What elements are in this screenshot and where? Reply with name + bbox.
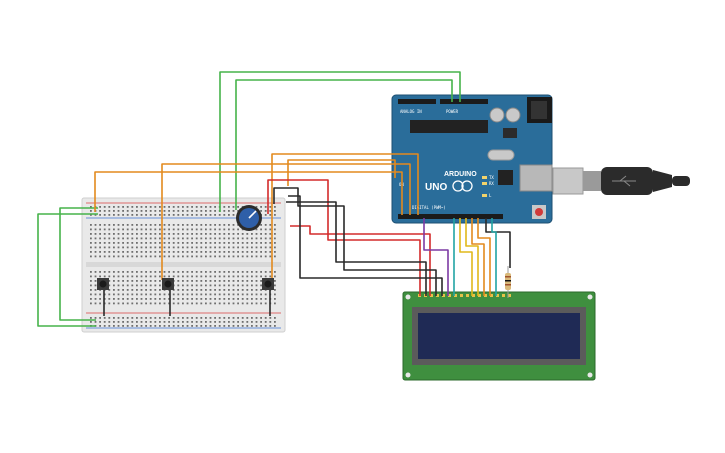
analog-header-label: ANALOG IN (400, 109, 422, 114)
pushbutton-1[interactable] (97, 278, 109, 290)
wire-10[interactable] (290, 225, 431, 296)
breadboard[interactable] (81, 197, 286, 333)
lcd-screen (418, 313, 580, 359)
wire-13[interactable] (286, 201, 427, 296)
wire-9[interactable] (267, 179, 421, 296)
wire-8[interactable] (287, 159, 396, 186)
wire-1[interactable] (219, 71, 461, 212)
l-led (482, 194, 487, 197)
potentiometer[interactable] (236, 205, 262, 231)
arduino-uno[interactable]: ANALOG IN POWER DIGITAL (PWM~) ARDUINO U… (391, 94, 553, 224)
breadboard-holes (90, 206, 276, 327)
wire-18[interactable] (465, 218, 479, 296)
analog-header (398, 99, 436, 104)
wire-5[interactable] (94, 171, 403, 215)
digital-header-label: DIGITAL (PWM~) (412, 205, 446, 210)
capacitor-2 (505, 107, 521, 123)
rx-led (482, 182, 487, 185)
arduino-model-label: UNO (425, 182, 447, 193)
capacitor-1 (489, 107, 505, 123)
wire-12[interactable] (288, 195, 443, 296)
usb-chip (498, 170, 513, 185)
arduino-brand-label: ARDUINO (444, 171, 477, 178)
atmega-chip (410, 120, 488, 133)
crystal (487, 149, 515, 161)
wire-15[interactable] (423, 218, 449, 296)
wire-20[interactable] (477, 218, 491, 296)
arduino-logo-icon (452, 180, 473, 192)
wire-3[interactable] (59, 207, 98, 321)
usb-symbol-icon (612, 175, 636, 187)
resistor[interactable] (505, 266, 511, 298)
power-header-label: POWER (446, 109, 459, 114)
wire-4[interactable] (37, 213, 98, 327)
wires (37, 71, 511, 327)
pushbutton-3[interactable] (262, 278, 274, 290)
lcd-16x2[interactable] (402, 291, 596, 381)
l-led-label: L (489, 193, 492, 198)
reset-button-cap (535, 208, 543, 216)
tx-led-label: TX (489, 175, 494, 180)
digital-header (398, 214, 503, 219)
pushbutton-2[interactable] (162, 278, 174, 290)
wire-11[interactable] (273, 187, 437, 296)
usb-port (519, 164, 553, 192)
wire-21[interactable] (491, 218, 497, 296)
tx-led (482, 176, 487, 179)
wire-19[interactable] (471, 218, 485, 296)
usb-cable[interactable] (552, 167, 690, 195)
wire-7[interactable] (271, 153, 419, 280)
rx-led-label: RX (489, 181, 494, 186)
wire-2[interactable] (235, 79, 453, 210)
power-header (440, 99, 488, 104)
voltage-regulator (503, 128, 517, 138)
wire-17[interactable] (459, 218, 473, 296)
wire-14[interactable] (485, 218, 511, 268)
wire-6[interactable] (161, 163, 411, 280)
